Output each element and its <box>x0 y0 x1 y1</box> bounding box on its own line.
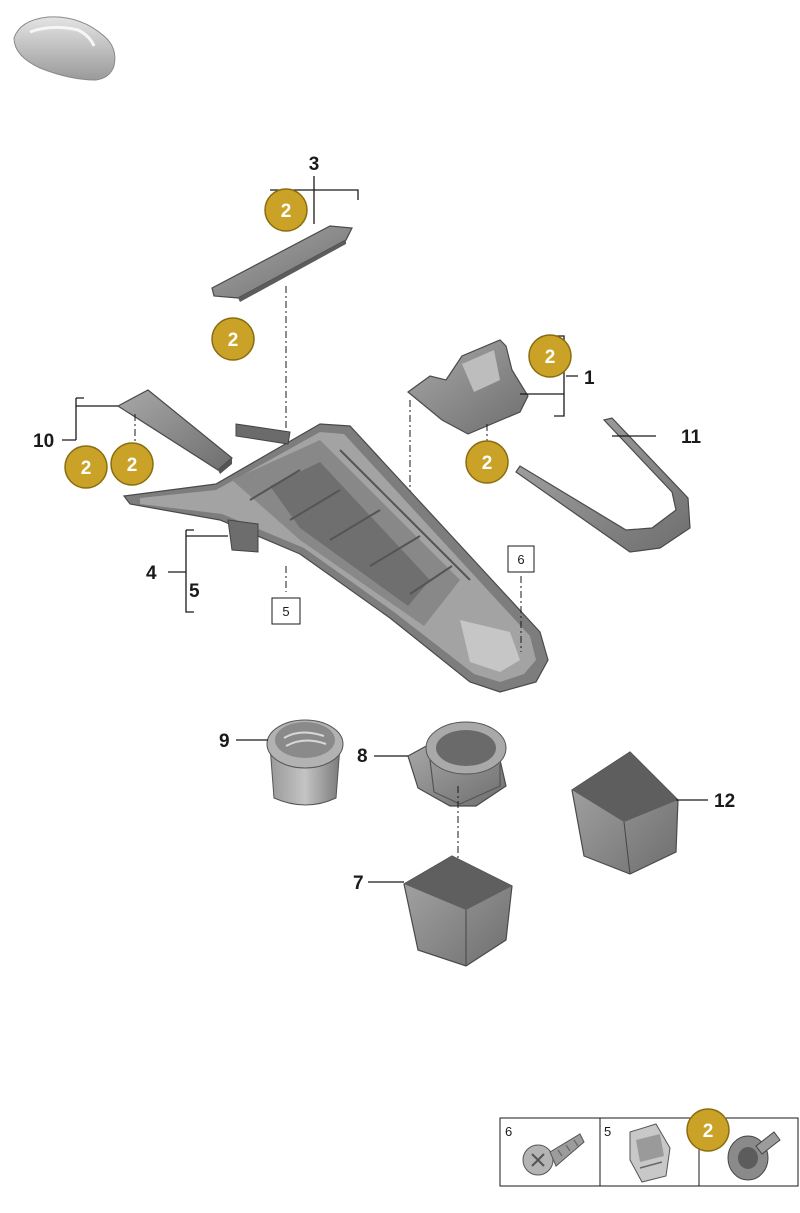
badge-2-lever-label: 2 <box>482 453 493 474</box>
badge-2-top-label: 2 <box>281 201 292 222</box>
legend-cell-6-label: 6 <box>505 1124 512 1139</box>
callout-5: 5 <box>189 581 200 602</box>
bolt-icon <box>727 1131 781 1181</box>
legend-badge-2[interactable]: 2 <box>686 1108 730 1152</box>
center-console-frame <box>122 423 549 693</box>
badge-2-left-a[interactable]: 2 <box>64 445 108 489</box>
legend-cell-5-label: 5 <box>604 1124 611 1139</box>
badge-2-below-strip-label: 2 <box>228 330 239 351</box>
screw-icon <box>522 1133 585 1176</box>
callout-3: 3 <box>309 154 320 175</box>
callout-8: 8 <box>357 746 368 767</box>
boxed-ref-6-label: 6 <box>517 552 524 567</box>
part-3-trim-strip <box>211 225 353 302</box>
part-12-storage-bin <box>571 751 679 875</box>
badge-2-lever[interactable]: 2 <box>465 440 509 484</box>
badge-2-left-b[interactable]: 2 <box>110 442 154 486</box>
clip-icon <box>629 1123 671 1183</box>
boxed-ref-5-label: 5 <box>282 604 289 619</box>
boxed-ref-6: 6 <box>507 545 535 573</box>
badge-2-top[interactable]: 2 <box>264 188 308 232</box>
badge-2-right[interactable]: 2 <box>528 334 572 378</box>
callout-1: 1 <box>584 368 595 389</box>
callout-4: 4 <box>146 563 157 584</box>
part-8-cup-holder <box>407 721 507 807</box>
part-10-trim-strip <box>116 389 233 474</box>
legend-badge-2-label: 2 <box>703 1121 714 1142</box>
callout-10: 10 <box>33 431 54 452</box>
badge-2-right-label: 2 <box>545 347 556 368</box>
callout-12: 12 <box>714 791 735 812</box>
leader-lines <box>62 176 708 883</box>
part-7-storage-bin <box>403 855 513 967</box>
part-11-side-trim <box>515 417 691 553</box>
part-9-cup-insert <box>266 719 344 806</box>
callout-9: 9 <box>219 731 230 752</box>
boxed-ref-5: 5 <box>271 597 301 625</box>
badge-2-left-a-label: 2 <box>81 458 92 479</box>
car-thumbnail-icon <box>13 16 116 81</box>
hardware-legend: 6 5 2 <box>499 1108 799 1187</box>
badge-2-left-b-label: 2 <box>127 455 138 476</box>
badge-2-below-strip[interactable]: 2 <box>211 317 255 361</box>
callout-11: 11 <box>681 427 702 448</box>
part-1-lever-trim <box>407 339 529 435</box>
callout-7: 7 <box>353 873 364 894</box>
